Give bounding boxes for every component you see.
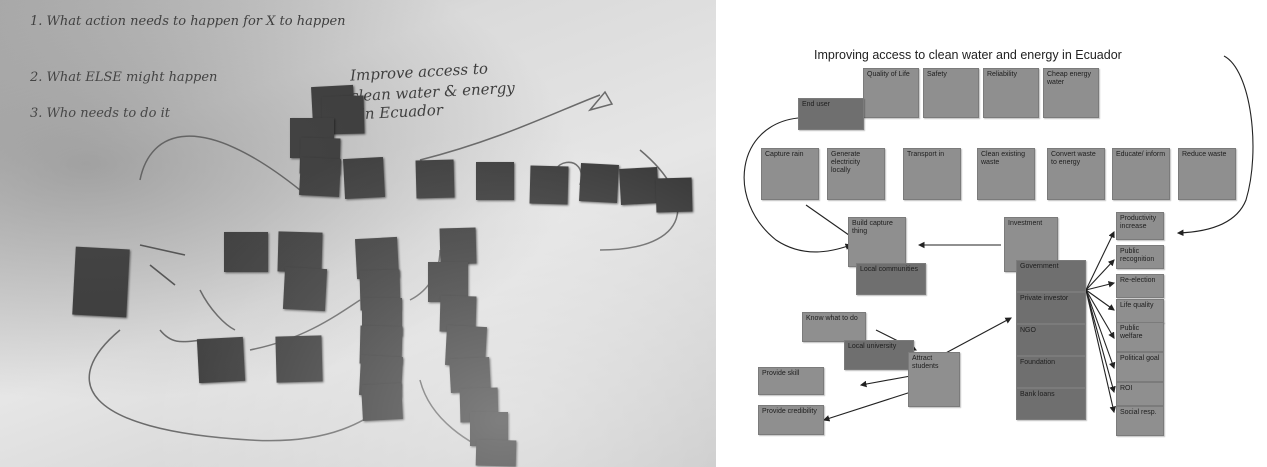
funder-government: Government — [1016, 260, 1086, 292]
motivation-public-welfare: Public welfare — [1116, 322, 1164, 352]
funder-private-investor: Private investor — [1016, 292, 1086, 324]
photo-sticky-note — [224, 232, 268, 272]
funder-bank-loans: Bank loans — [1016, 388, 1086, 420]
funder-foundation: Foundation — [1016, 356, 1086, 388]
photo-sticky-note — [275, 335, 323, 383]
photo-sticky-note — [282, 266, 328, 312]
diagram-connectors — [743, 55, 1254, 422]
photo-sticky-note — [72, 246, 130, 318]
photo-sticky-note — [579, 163, 619, 203]
action-convert-waste: Convert waste to energy — [1047, 148, 1105, 200]
motivation-public-recognition: Public recognition — [1116, 245, 1164, 269]
photo-sticky-note — [529, 165, 569, 205]
photo-sticky-note — [415, 159, 455, 199]
motivation-roi: ROI — [1116, 382, 1164, 406]
action-educate-inform: Educate/ inform — [1112, 148, 1170, 200]
know-what-to-do: Know what to do — [802, 312, 866, 342]
provide-credibility: Provide credibility — [758, 405, 824, 435]
provide-skill: Provide skill — [758, 367, 824, 395]
funder-ngo: NGO — [1016, 324, 1086, 356]
diagram-panel: Improving access to clean water and ener… — [716, 0, 1267, 467]
handwritten-question-1: 1. What action needs to happen for X to … — [30, 14, 346, 29]
photo-sticky-note — [619, 167, 659, 205]
motivation-productivity-increase: Productivity increase — [1116, 212, 1164, 240]
photo-sticky-note — [196, 336, 246, 384]
photo-sticky-note — [439, 227, 477, 265]
whiteboard-photo: 1. What action needs to happen for X to … — [0, 0, 716, 467]
motivation-life-quality: Life quality — [1116, 299, 1164, 323]
action-transport-in: Transport in — [903, 148, 961, 200]
diagram-title: Improving access to clean water and ener… — [814, 48, 1122, 62]
benefit-cheap-energy-water: Cheap energy water — [1043, 68, 1099, 118]
motivation-political-goal: Political goal — [1116, 352, 1164, 382]
local-university: Local university — [844, 340, 914, 370]
attract-students: Attract students — [908, 352, 960, 407]
photo-sticky-note — [299, 156, 341, 198]
handwritten-question-2: 2. What ELSE might happen — [30, 70, 218, 85]
action-reduce-waste: Reduce waste — [1178, 148, 1236, 200]
benefit-safety: Safety — [923, 68, 979, 118]
photo-sticky-note — [361, 382, 403, 422]
photo-sticky-note — [342, 156, 386, 200]
photo-sticky-note — [655, 177, 693, 213]
photo-sticky-note — [476, 162, 514, 200]
action-generate-electricity: Generate electricity locally — [827, 148, 885, 200]
action-clean-existing-waste: Clean existing waste — [977, 148, 1035, 200]
action-capture-rain: Capture rain — [761, 148, 819, 200]
end-user-note: End user — [798, 98, 864, 130]
benefit-reliability: Reliability — [983, 68, 1039, 118]
motivation-re-election: Re-election — [1116, 274, 1164, 298]
photo-sticky-note — [428, 262, 468, 302]
handwritten-question-3: 3. Who needs to do it — [30, 106, 170, 121]
whiteboard-arrows — [88, 90, 679, 456]
motivation-social-resp: Social resp. — [1116, 406, 1164, 436]
build-capture-thing: Build capture thing — [848, 217, 906, 267]
local-communities: Local communities — [856, 263, 926, 295]
photo-sticky-note — [475, 439, 517, 467]
benefit-quality-of-life: Quality of Life — [863, 68, 919, 118]
